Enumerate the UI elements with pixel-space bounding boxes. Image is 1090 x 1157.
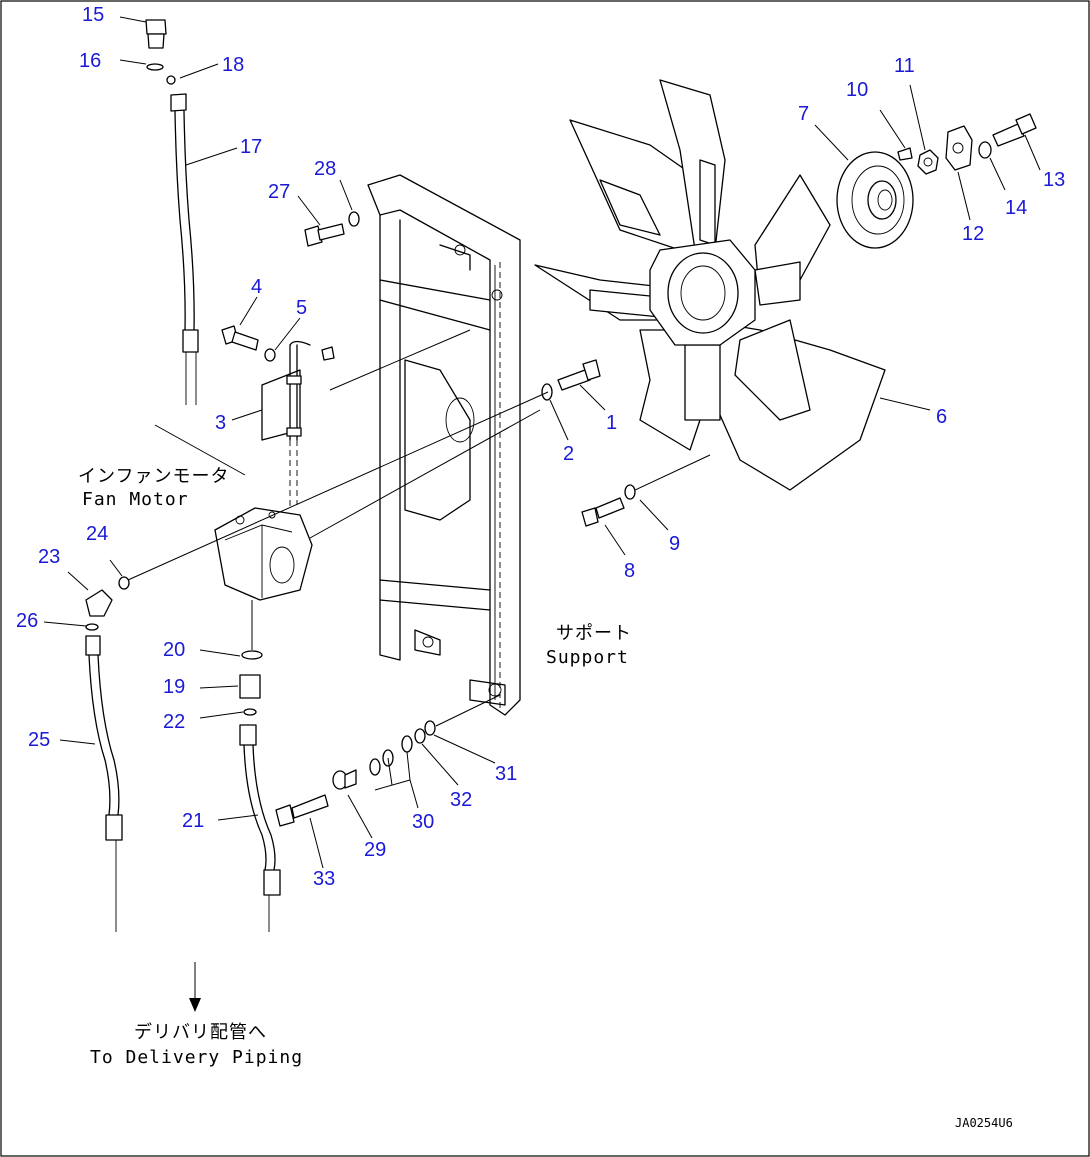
bolt-part-4 (221, 325, 259, 351)
callout-7: 7 (798, 103, 809, 125)
nut-part-11 (917, 149, 939, 175)
o-ring-part-16 (146, 63, 164, 71)
o-ring-part-18 (166, 75, 176, 85)
callout-4: 4 (251, 276, 262, 298)
callout-13: 13 (1043, 169, 1065, 191)
callout-32: 32 (450, 789, 472, 811)
spacer-part-29 (332, 769, 357, 790)
bolt-part-8 (581, 497, 625, 527)
callout-26: 26 (16, 610, 38, 632)
callout-22: 22 (163, 711, 185, 733)
delivery-arrow (189, 962, 201, 1012)
support-frame (367, 174, 521, 716)
callout-numbers: 15 16 18 17 27 28 4 5 3 1 2 6 7 10 11 12… (16, 4, 1065, 890)
support-label-jp: サポート (556, 623, 632, 644)
fan-motor (214, 507, 313, 601)
clamp-part-3 (261, 340, 335, 510)
washer-part-9 (624, 484, 636, 500)
hose-part-25 (85, 635, 123, 932)
annotations: インファンモータ Fan Motor サポート Support デリバリ配管へ … (78, 466, 1013, 1130)
elbow-part-23 (85, 589, 113, 617)
fan-adapter (836, 151, 914, 249)
callout-18: 18 (222, 54, 244, 76)
callout-14: 14 (1005, 197, 1027, 219)
washer-part-31 (424, 720, 436, 736)
callout-10: 10 (846, 79, 868, 101)
key-part-10 (897, 147, 913, 161)
bolt-part-27 (304, 223, 345, 247)
callout-1: 1 (606, 412, 617, 434)
callout-2: 2 (563, 443, 574, 465)
bolt-part-1 (557, 359, 601, 391)
callout-17: 17 (240, 136, 262, 158)
o-ring-part-22 (243, 708, 257, 716)
washer-part-5 (264, 348, 276, 362)
callout-33: 33 (313, 868, 335, 890)
washer-part-32 (414, 728, 426, 744)
callout-3: 3 (215, 412, 226, 434)
fan-motor-label-jp: インファンモータ (78, 466, 229, 487)
callout-30: 30 (412, 811, 434, 833)
bolt-part-13 (992, 113, 1037, 147)
assembly-lines (127, 329, 711, 727)
support-label-en: Support (546, 647, 629, 668)
callout-11: 11 (894, 55, 915, 77)
plate-part-12 (945, 125, 973, 171)
o-ring-part-26 (85, 623, 99, 631)
drawing-code: JA0254U6 (955, 1116, 1013, 1130)
callout-25: 25 (28, 729, 50, 751)
hose-part-17 (170, 93, 199, 405)
callout-8: 8 (624, 560, 635, 582)
washer-part-28 (348, 211, 360, 227)
bolt-part-33 (275, 794, 329, 827)
callout-9: 9 (669, 533, 680, 555)
callout-12: 12 (962, 223, 984, 245)
callout-20: 20 (163, 639, 185, 661)
fitting-part-15 (145, 19, 167, 49)
adapter-part-19 (239, 674, 261, 699)
callout-24: 24 (86, 523, 108, 545)
callout-15: 15 (82, 4, 104, 26)
delivery-label-en: To Delivery Piping (90, 1047, 303, 1068)
washer-part-14 (978, 141, 992, 159)
callout-31: 31 (495, 763, 517, 785)
leader-lines (43, 16, 1041, 869)
callout-16: 16 (79, 50, 101, 72)
callout-21: 21 (182, 810, 204, 832)
callout-29: 29 (364, 839, 386, 861)
callout-19: 19 (163, 676, 185, 698)
callout-5: 5 (296, 297, 307, 319)
delivery-label-jp: デリバリ配管へ (134, 1022, 267, 1043)
shim-part-30 (369, 735, 413, 776)
o-ring-part-20 (241, 650, 263, 660)
fan (534, 79, 886, 491)
o-ring-part-24 (118, 576, 130, 590)
callout-6: 6 (936, 406, 947, 428)
callout-28: 28 (314, 158, 336, 180)
callout-23: 23 (38, 546, 60, 568)
hose-part-21 (239, 724, 281, 932)
callout-27: 27 (268, 181, 290, 203)
fan-motor-label-en: Fan Motor (82, 489, 189, 510)
